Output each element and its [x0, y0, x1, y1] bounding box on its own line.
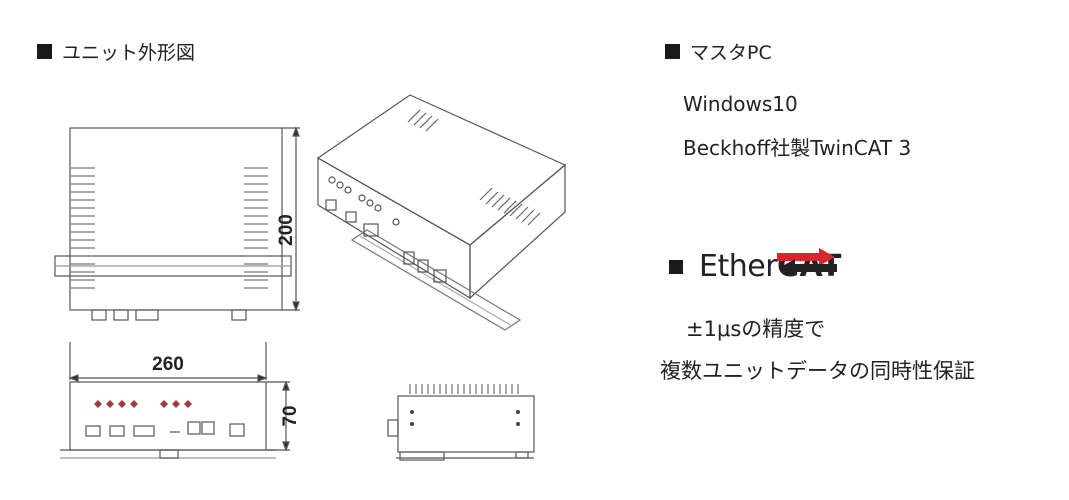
depth-dimension-label: 70	[280, 405, 301, 426]
pc-software-text: Beckhoff社製TwinCAT 3	[683, 136, 912, 160]
ethercat-logo-icon: EtherCAT	[699, 248, 842, 284]
master-pc-heading-text: マスタPC	[690, 42, 772, 64]
top-view-drawing	[54, 126, 300, 321]
side-view-drawing	[387, 395, 535, 461]
master-pc-heading: マスタPC	[665, 38, 772, 65]
front-view-drawing	[60, 342, 290, 459]
pc-os-text: Windows10	[683, 92, 798, 116]
isometric-view-drawing	[316, 94, 567, 331]
unit-outline-heading-text: ユニット外形図	[62, 42, 196, 64]
front-led-markers	[94, 400, 192, 408]
square-bullet-icon	[665, 44, 680, 59]
width-dimension-label: 260	[152, 354, 184, 375]
ethercat-precision-text: ±1μsの精度で	[686, 317, 826, 341]
ethercat-heading: EtherCAT	[669, 248, 842, 284]
ethercat-logo-ether: Ether	[699, 249, 778, 284]
unit-outline-heading: ユニット外形図	[37, 38, 195, 65]
square-bullet-icon	[37, 44, 52, 59]
unit-outline-drawing: 200 260 70	[54, 94, 567, 461]
square-bullet-icon	[669, 260, 683, 274]
height-dimension-label: 200	[276, 214, 297, 246]
ethercat-sync-text: 複数ユニットデータの同時性保証	[660, 359, 975, 383]
ethercat-arrows-icon	[777, 248, 837, 274]
